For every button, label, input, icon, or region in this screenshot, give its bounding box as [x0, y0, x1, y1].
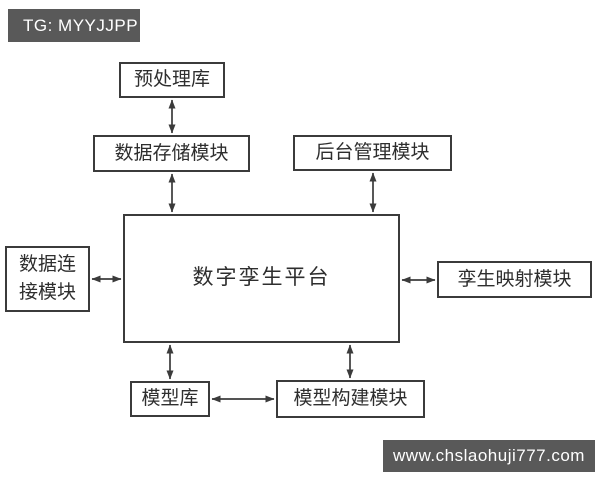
node-label: 后台管理模块: [315, 142, 430, 164]
node-digital-twin-platform: 数字孪生平台: [123, 214, 400, 343]
node-label: 预处理库: [133, 69, 210, 91]
node-backend-management-module: 后台管理模块: [293, 135, 452, 171]
tg-watermark-badge: TG: MYYJJPP: [8, 9, 140, 42]
node-label: 模型库: [141, 388, 199, 410]
node-data-storage-module: 数据存储模块: [93, 135, 250, 172]
node-label: 孪生映射模块: [457, 268, 572, 290]
node-data-connection-module: 数据连接模块: [5, 246, 90, 312]
node-label: 数字孪生平台: [192, 266, 331, 290]
node-model-library: 模型库: [130, 381, 210, 417]
node-preprocess-library: 预处理库: [119, 62, 225, 98]
url-watermark-text: www.chslaohuji777.com: [393, 446, 585, 465]
url-watermark-badge: www.chslaohuji777.com: [383, 440, 595, 472]
node-twin-mapping-module: 孪生映射模块: [437, 261, 592, 298]
node-model-building-module: 模型构建模块: [276, 380, 425, 418]
node-label: 数据连接模块: [18, 254, 76, 303]
tg-watermark-text: TG: MYYJJPP: [23, 15, 139, 35]
node-label: 数据存储模块: [114, 142, 229, 164]
node-label: 模型构建模块: [293, 388, 408, 410]
